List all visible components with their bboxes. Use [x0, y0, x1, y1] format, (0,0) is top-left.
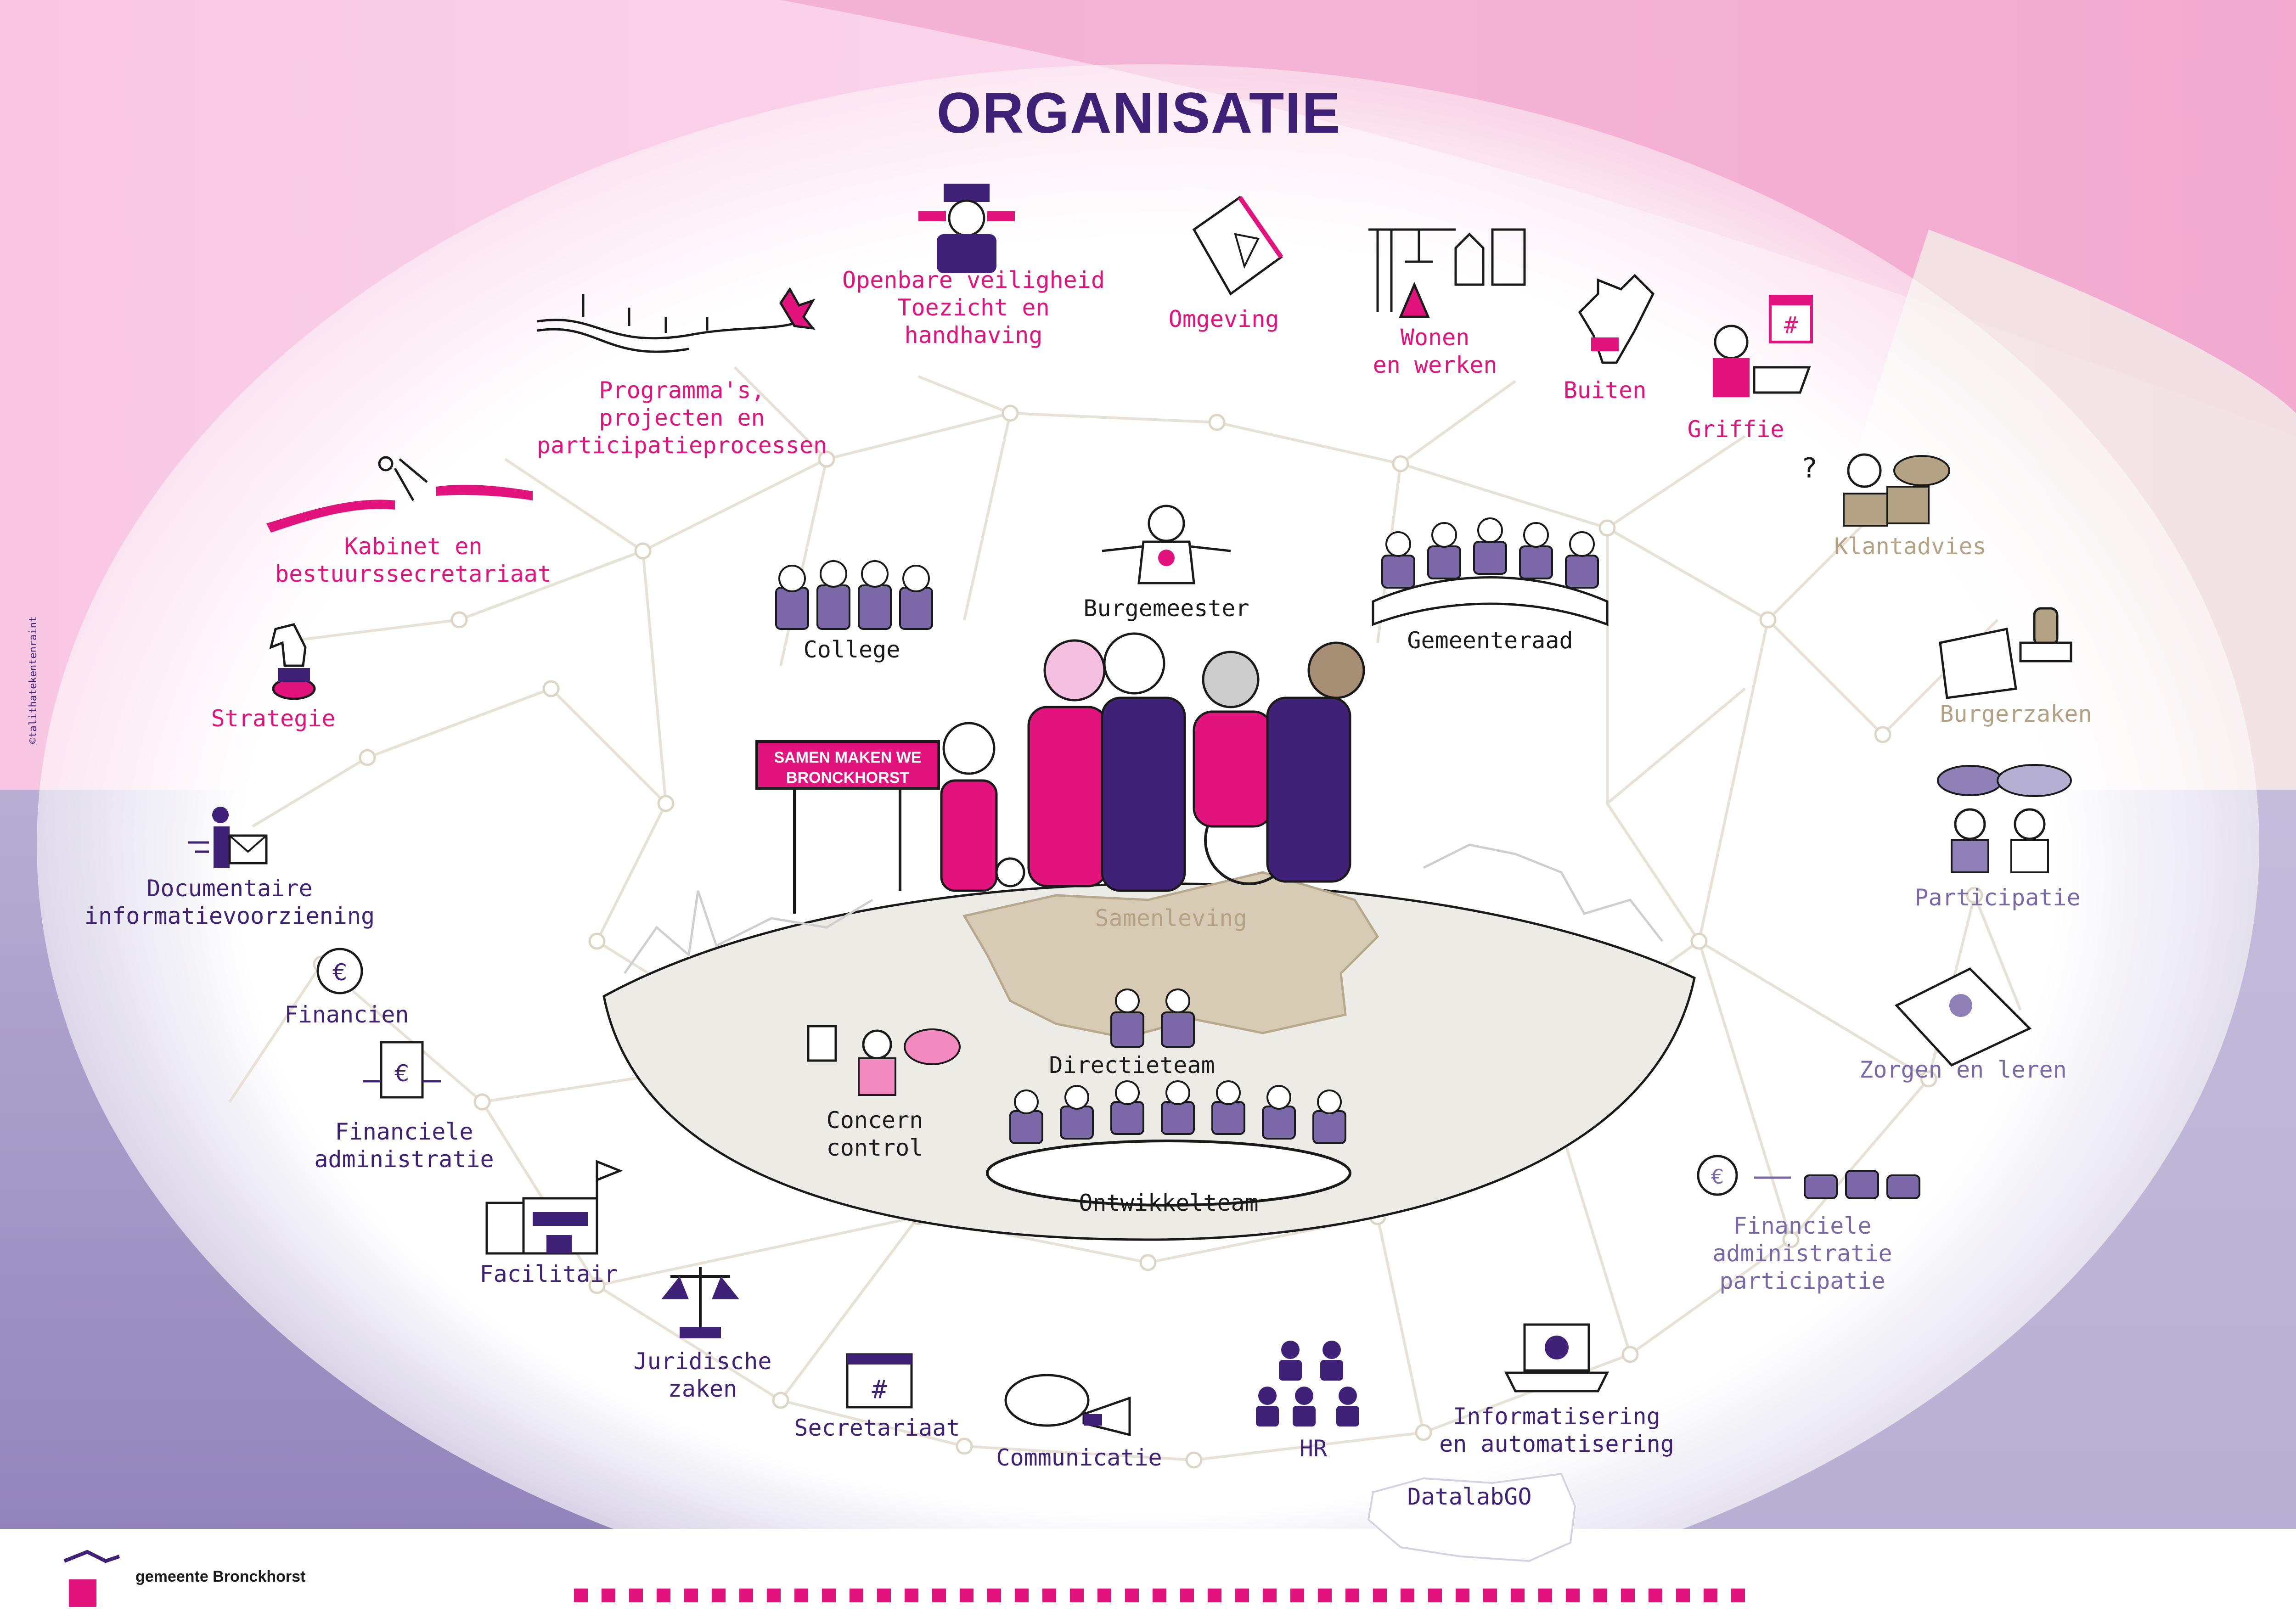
label-burgerzaken: Burgerzaken [1940, 701, 2092, 727]
label-gemeenteraad: Gemeenteraad [1407, 627, 1573, 654]
garden-glove-icon [1578, 274, 1655, 364]
concern-control-icon [807, 1025, 961, 1096]
label-kabinet: Kabinet en bestuurssecretariaat [275, 533, 552, 587]
town-left [623, 890, 873, 974]
scales-icon [661, 1267, 739, 1338]
label-klantadvies: Klantadvies [1834, 533, 1986, 560]
label-juridische-zaken: Juridische zaken [633, 1348, 772, 1402]
road-flags-icon [537, 287, 816, 353]
group-icon [775, 560, 933, 630]
label-participatie: Participatie [1914, 884, 2081, 911]
megaphone-icon [1004, 1374, 1131, 1437]
label-omgeving: Omgeving [1168, 306, 1279, 332]
label-hr: HR [1299, 1435, 1328, 1462]
svg-text:€: € [394, 1060, 409, 1087]
money-bag-icon: € [316, 948, 363, 994]
label-strategie: Strategie [211, 705, 336, 732]
label-datalabgo: DatalabGO [1407, 1483, 1532, 1510]
label-college: College [803, 636, 900, 663]
headset-speech-icon: ? [1802, 452, 1950, 527]
mayor-chain-icon [1102, 505, 1231, 584]
town-right [1423, 843, 1663, 942]
label-financiele-administratie-participatie: Financiele administratie participatie [1712, 1213, 1892, 1294]
officer-icon [918, 184, 1015, 273]
label-programmas: Programma's, projecten en participatiepr… [536, 377, 827, 459]
label-wonen-werken: Wonen en werken [1373, 324, 1497, 378]
label-openbare-veiligheid: Openbare veiligheid Toezicht en handhavi… [842, 267, 1105, 348]
team-network-icon [1256, 1341, 1359, 1426]
samenleving-map [962, 871, 1379, 1039]
chess-knight-icon [269, 623, 316, 700]
label-concern-control: Concern control [826, 1107, 923, 1161]
map-outline-icon [1367, 1472, 1577, 1563]
svg-text:€: € [332, 959, 347, 986]
label-secretariaat: Secretariaat [794, 1415, 960, 1441]
label-samenleving: Samenleving [1095, 905, 1247, 932]
papers-person-icon [1894, 967, 2032, 1067]
label-ontwikkelteam: Ontwikkelteam [1079, 1190, 1259, 1216]
label-buiten: Buiten [1563, 377, 1647, 404]
svg-text:€: € [1711, 1165, 1724, 1189]
speech-people-icon [1937, 764, 2072, 873]
footer-brand: gemeente Bronckhorst [135, 1568, 306, 1585]
illustrator-credit: ©talithatekentenraint [28, 616, 39, 744]
label-communicatie: Communicatie [996, 1444, 1162, 1471]
moneybag-group-icon: € [1697, 1155, 1920, 1199]
building-icon [485, 1160, 623, 1255]
community-people-icon [940, 632, 1365, 892]
label-financien: Financien [284, 1001, 409, 1028]
label-zorgen-leren: Zorgen en leren [1859, 1056, 2067, 1083]
document-euro-icon: € [363, 1041, 441, 1099]
label-financiele-administratie: Financiele administratie [314, 1118, 494, 1173]
map-document-icon [1192, 196, 1283, 296]
laptop-calendar-person-icon: # [1713, 295, 1813, 397]
crane-houses-icon [1368, 228, 1526, 318]
samen-sign: SAMEN MAKEN WE BRONCKHORST [755, 740, 940, 790]
dash-bar [574, 1589, 1745, 1602]
label-facilitair: Facilitair [479, 1261, 618, 1287]
label-directieteam: Directieteam [1049, 1052, 1215, 1078]
team-directie-icon [1110, 988, 1195, 1048]
label-informatisering: Informatisering en automatisering [1439, 1403, 1674, 1457]
person-mail-icon [188, 807, 268, 868]
sign-posts [793, 790, 901, 914]
laptop-gear-icon [1504, 1323, 1609, 1393]
ribbon-scissors-icon [266, 456, 533, 533]
label-documentaire: Documentaire informatievoorziening [84, 875, 375, 929]
calendar-icon: # [846, 1353, 913, 1409]
label-griffie: Griffie [1687, 416, 1784, 443]
ontwikkelteam-table-icon [986, 1080, 1351, 1207]
bunny-logo-icon [63, 1550, 120, 1607]
council-table-icon [1372, 517, 1609, 626]
svg-text:#: # [872, 1375, 887, 1404]
page-title: ORGANISATIE [936, 81, 1341, 145]
label-burgemeester: Burgemeester [1083, 595, 1249, 622]
svg-text:#: # [1784, 312, 1798, 338]
svg-text:?: ? [1802, 452, 1817, 484]
stamp-document-icon [1939, 607, 2072, 699]
